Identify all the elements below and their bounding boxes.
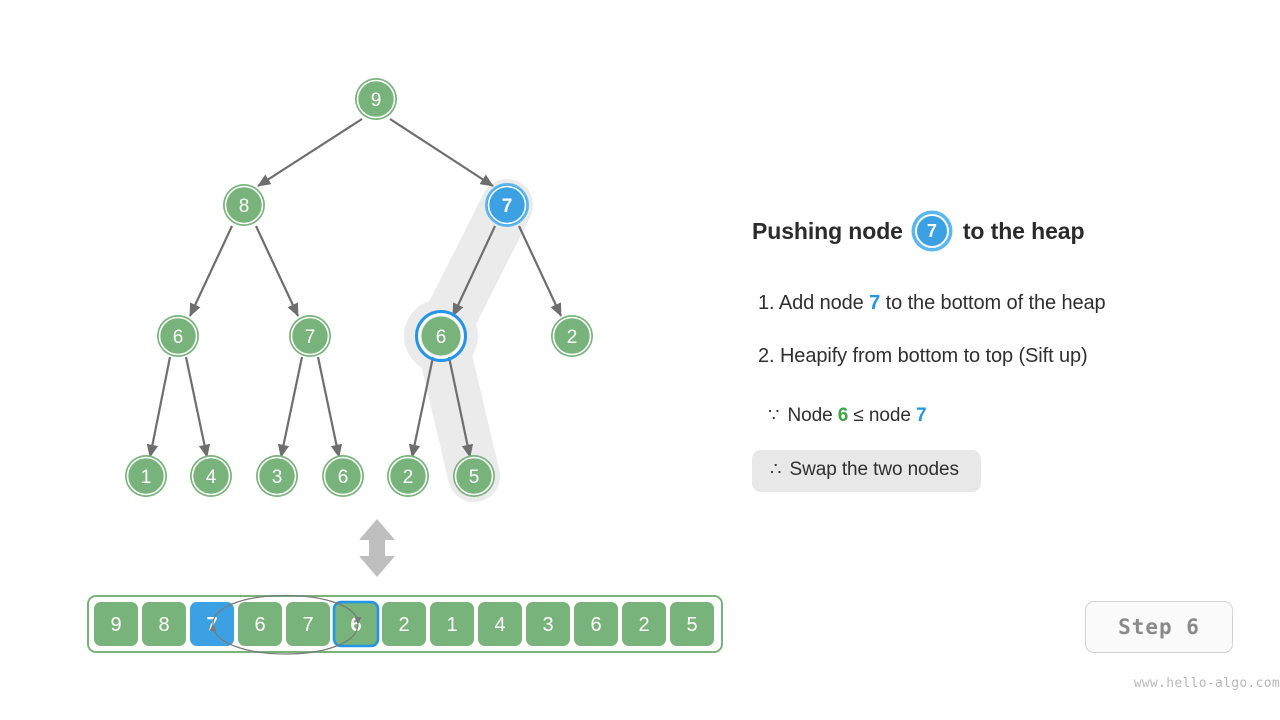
tree-node-label: 6 bbox=[173, 327, 184, 348]
edge-8-7 bbox=[255, 225, 299, 317]
array-cell: 3 bbox=[526, 602, 570, 646]
tree-node: 2 bbox=[387, 455, 429, 497]
array-cell: 8 bbox=[142, 602, 186, 646]
tree-node: 5 bbox=[453, 455, 495, 497]
array-cell: 4 bbox=[478, 602, 522, 646]
array-cell: 5 bbox=[670, 602, 714, 646]
pushed-node-chip: 7 bbox=[914, 214, 949, 248]
tree-node-label: 9 bbox=[371, 90, 382, 111]
array-cell: 1 bbox=[430, 602, 474, 646]
therefore-symbol: ∴ bbox=[770, 459, 782, 479]
because-value-1: 6 bbox=[837, 405, 849, 426]
swap-indicator bbox=[209, 595, 362, 655]
because-value-2: 7 bbox=[915, 405, 927, 426]
array-cell-label: 2 bbox=[398, 614, 409, 636]
because-text-a: Node bbox=[787, 405, 833, 426]
tree-node: 6 bbox=[322, 455, 364, 497]
tree-node-label: 6 bbox=[338, 467, 349, 488]
tree-node: 6 bbox=[415, 310, 467, 362]
step-2-number: 2. bbox=[758, 345, 775, 367]
step-1-text-a: Add node bbox=[778, 292, 864, 314]
tree-node-label: 3 bbox=[272, 467, 283, 488]
array-cell-label: 6 bbox=[254, 614, 265, 636]
tree-node-label: 7 bbox=[305, 327, 316, 348]
tree-node-label: 8 bbox=[239, 196, 250, 217]
array-cell: 6 bbox=[574, 602, 618, 646]
page-title: Pushing node 7 to the heap bbox=[752, 214, 1085, 248]
array-cell-label: 7 bbox=[302, 614, 313, 636]
array-cell-label: 9 bbox=[110, 614, 121, 636]
tree-node-label: 7 bbox=[502, 196, 513, 217]
array-cell: 7 bbox=[190, 602, 234, 646]
step-item-2: 2. Heapify from bottom to top (Sift up) bbox=[758, 345, 1088, 368]
tree-node: 6 bbox=[157, 315, 199, 357]
step-badge: Step 6 bbox=[1085, 601, 1233, 653]
edge-9-8 bbox=[257, 118, 363, 187]
reason-therefore: ∴ Swap the two nodes bbox=[752, 450, 981, 492]
tree-node-label: 6 bbox=[436, 327, 447, 348]
tree-node: 8 bbox=[223, 184, 265, 226]
array-cell-label: 4 bbox=[494, 614, 505, 636]
array-cell: 2 bbox=[622, 602, 666, 646]
edge-6b-5 bbox=[447, 356, 474, 458]
edge-6-4 bbox=[184, 356, 211, 458]
edge-7-2 bbox=[518, 225, 562, 317]
array-cell: 7 bbox=[286, 602, 330, 646]
edge-7b-6 bbox=[316, 356, 343, 458]
array-cell: 9 bbox=[94, 602, 138, 646]
because-operator: ≤ node bbox=[853, 405, 911, 426]
tree-nodes: 9 8 7 6 7 6 2 1 4 3 6 2 5 bbox=[125, 78, 593, 497]
edge-7b-3 bbox=[277, 356, 304, 458]
tree-node: 3 bbox=[256, 455, 298, 497]
array-cell-label: 6 bbox=[590, 614, 601, 636]
array-cell-label: 3 bbox=[542, 614, 553, 636]
reason-because: ∵ Node 6 ≤ node 7 bbox=[768, 405, 927, 427]
tree-node-label: 2 bbox=[567, 327, 578, 348]
array-cell-label: 6 bbox=[350, 614, 361, 636]
watermark: www.hello-algo.com bbox=[1133, 676, 1280, 691]
edge-7-6 bbox=[452, 225, 496, 317]
array-cell-label: 8 bbox=[158, 614, 169, 636]
tree-node: 4 bbox=[190, 455, 232, 497]
tree-node-label: 2 bbox=[403, 467, 414, 488]
step-1-text-b: to the bottom of the heap bbox=[885, 292, 1106, 314]
page-title-prefix: Pushing node bbox=[752, 217, 903, 244]
array-cell-label: 2 bbox=[638, 614, 649, 636]
step-item-1: 1. Add node 7 to the bottom of the heap bbox=[758, 292, 1106, 315]
tree-node: 1 bbox=[125, 455, 167, 497]
tree-node-label: 1 bbox=[141, 467, 152, 488]
edge-6-1 bbox=[146, 356, 172, 458]
tree-node: 2 bbox=[551, 315, 593, 357]
tree-node: 7 bbox=[485, 183, 529, 227]
page-title-suffix: to the heap bbox=[962, 217, 1085, 244]
edge-8-6 bbox=[189, 225, 233, 317]
tree-array-link-arrow bbox=[359, 519, 395, 577]
array-cell-label: 5 bbox=[686, 614, 697, 636]
array-cell: 6 bbox=[238, 602, 282, 646]
tree-node-label: 5 bbox=[469, 467, 480, 488]
step-1-number: 1. bbox=[758, 292, 775, 314]
tree-edges bbox=[146, 118, 562, 458]
array-cell: 6 bbox=[332, 600, 380, 648]
array-container bbox=[87, 595, 723, 653]
tree-node: 9 bbox=[355, 78, 397, 120]
edge-6b-2 bbox=[408, 356, 435, 458]
step-2-text-a: Heapify from bottom to top (Sift up) bbox=[779, 345, 1088, 367]
because-symbol: ∵ bbox=[768, 405, 780, 425]
array-cell: 2 bbox=[382, 602, 426, 646]
tree-svg: 9 8 7 6 7 6 2 1 4 3 6 2 5 bbox=[125, 78, 593, 502]
therefore-text: Swap the two nodes bbox=[789, 459, 959, 480]
edge-9-7 bbox=[389, 118, 494, 187]
array-cell-label: 1 bbox=[446, 614, 457, 636]
step-1-value: 7 bbox=[869, 292, 881, 314]
info-panel: Pushing node 7 to the heap 1. Add node 7… bbox=[752, 0, 1280, 720]
tree-node: 7 bbox=[289, 315, 331, 357]
tree-node-label: 4 bbox=[206, 467, 217, 488]
